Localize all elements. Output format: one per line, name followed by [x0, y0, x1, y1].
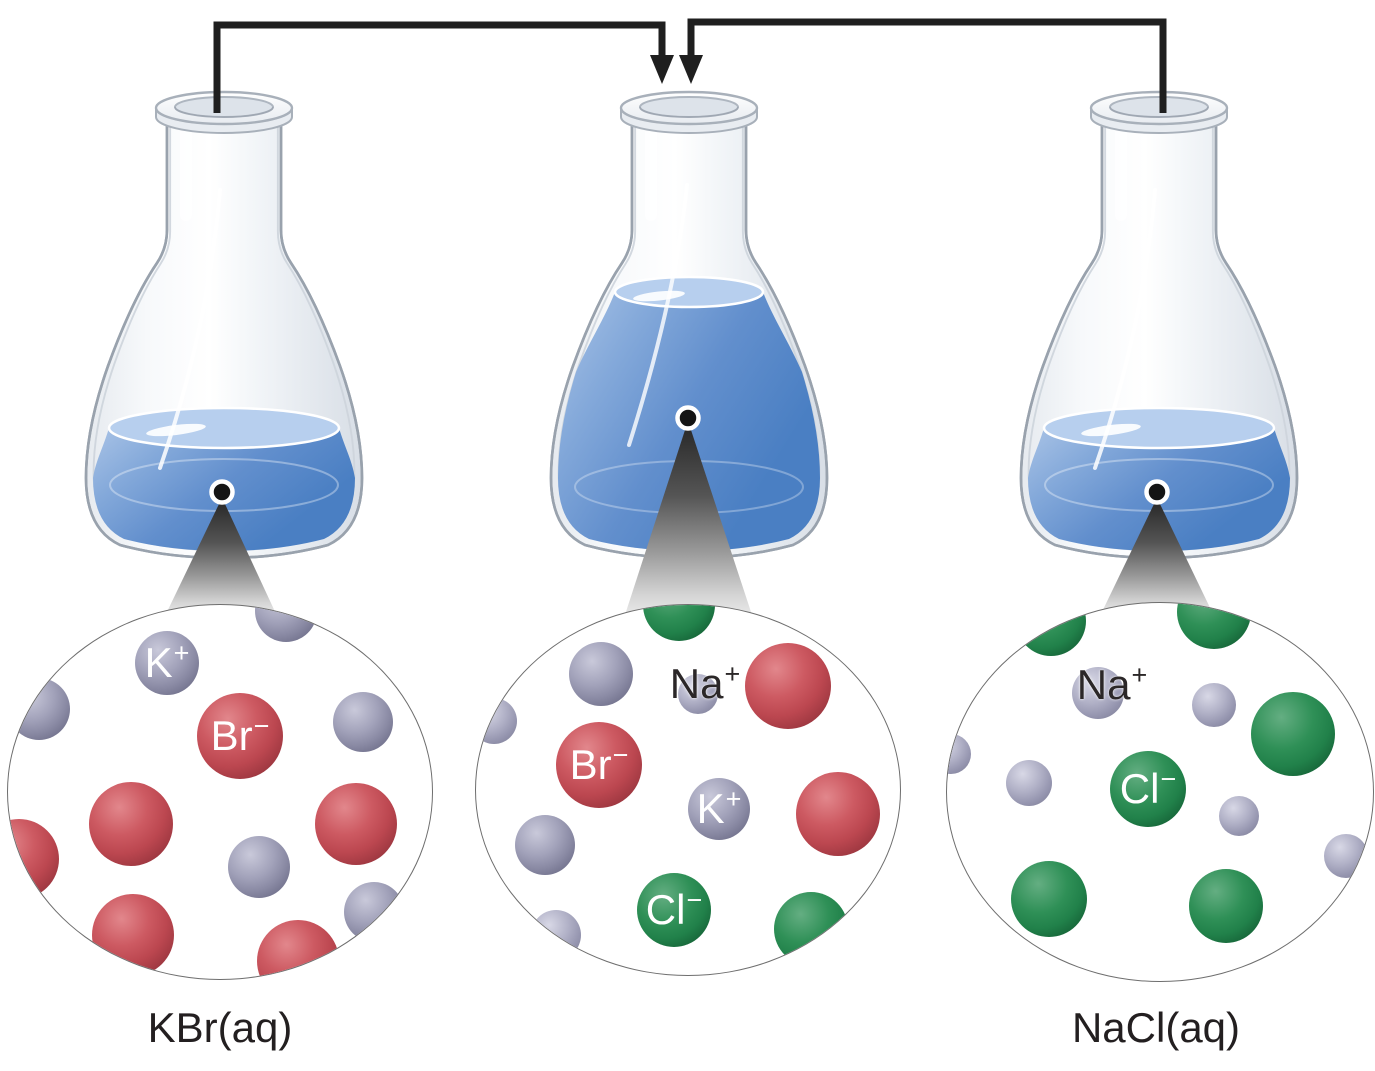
- ion-label-br: Br−: [569, 740, 629, 788]
- ion-sphere-br: [8, 819, 59, 899]
- ion-sphere-br: Br−: [556, 722, 642, 808]
- neck-highlight: [1115, 126, 1127, 221]
- ion-label-na-floating: Na+: [1076, 660, 1148, 708]
- ion-sphere-na: [1324, 834, 1368, 878]
- ion-label-br: Br−: [210, 711, 270, 759]
- ion-sphere-k: [228, 836, 290, 898]
- ion-label-na-floating: Na+: [669, 659, 741, 707]
- neck-highlight: [645, 126, 657, 221]
- callout-dot-right: [1144, 479, 1170, 505]
- ion-sphere-na: [678, 674, 718, 714]
- ion-sphere-na: [1192, 683, 1236, 727]
- ion-label-k: K+: [696, 784, 742, 832]
- ion-sphere-cl: [1016, 603, 1086, 656]
- nacl-solution-label: NaCl(aq): [1071, 1004, 1241, 1051]
- ion-sphere-na: [531, 910, 581, 960]
- arrowhead-right-icon: [679, 55, 703, 84]
- ion-sphere-k: [8, 678, 70, 740]
- ion-sphere-cl: [1189, 869, 1263, 943]
- ion-sphere-br: [796, 772, 880, 856]
- ion-sphere-k: [333, 692, 393, 752]
- ion-sphere-br: [315, 783, 397, 865]
- magnifier-funnel-left: [165, 504, 277, 616]
- glass-streak: [158, 188, 222, 470]
- ion-sphere-br: Br−: [197, 693, 283, 779]
- ion-sphere-cl: [1011, 861, 1087, 937]
- kbr-magnified-view: K+ Br−: [7, 604, 433, 980]
- liquid-surface: [107, 406, 341, 450]
- nacl-magnified-view: Cl− Na+: [946, 602, 1374, 982]
- callout-dot-middle: [675, 405, 701, 431]
- ion-sphere-k: [344, 882, 404, 942]
- neck-highlight: [180, 126, 192, 221]
- ion-label-k: K+: [144, 638, 190, 686]
- liquid-surface: [1042, 406, 1276, 450]
- glass-streak: [627, 183, 689, 447]
- arrowhead-left-icon: [650, 55, 674, 84]
- ion-sphere-na: [1006, 760, 1052, 806]
- kbr-solution-label: KBr(aq): [147, 1004, 293, 1051]
- ion-sphere-cl: [774, 892, 848, 966]
- ion-sphere-br: [92, 894, 174, 976]
- ion-sphere-k: [569, 642, 633, 706]
- magnifier-funnel-right: [1100, 504, 1214, 616]
- ion-sphere-na: [947, 734, 971, 774]
- glass-streak: [1093, 188, 1157, 470]
- ion-sphere-cl: Cl−: [1110, 751, 1186, 827]
- ion-label-cl: Cl−: [1119, 764, 1177, 812]
- ion-sphere-na: [1219, 796, 1259, 836]
- ion-sphere-k: [515, 815, 575, 875]
- ion-sphere-cl: [643, 605, 715, 641]
- ion-sphere-br: [89, 782, 173, 866]
- ion-sphere-k: K+: [688, 778, 750, 840]
- ion-sphere-cl: [1177, 603, 1251, 649]
- ion-sphere-cl: [1251, 692, 1335, 776]
- ion-label-cl: Cl−: [645, 885, 703, 933]
- mixture-magnified-view: Br− K+ Cl− Na+: [475, 604, 901, 976]
- ion-sphere-k: K+: [135, 631, 199, 695]
- callout-dot-left: [209, 479, 235, 505]
- pipe-from-right-flask: [687, 18, 1167, 113]
- ion-sphere-na: [476, 698, 517, 744]
- pipe-from-left-flask: [213, 21, 666, 113]
- ion-sphere-cl: Cl−: [637, 873, 711, 947]
- ion-sphere-br: [745, 643, 831, 729]
- magnifier-funnel-middle: [624, 430, 753, 618]
- ion-sphere-na: [1072, 667, 1124, 719]
- liquid-surface: [613, 275, 765, 309]
- ion-sphere-k: [255, 605, 317, 642]
- ion-sphere-br: [257, 920, 339, 979]
